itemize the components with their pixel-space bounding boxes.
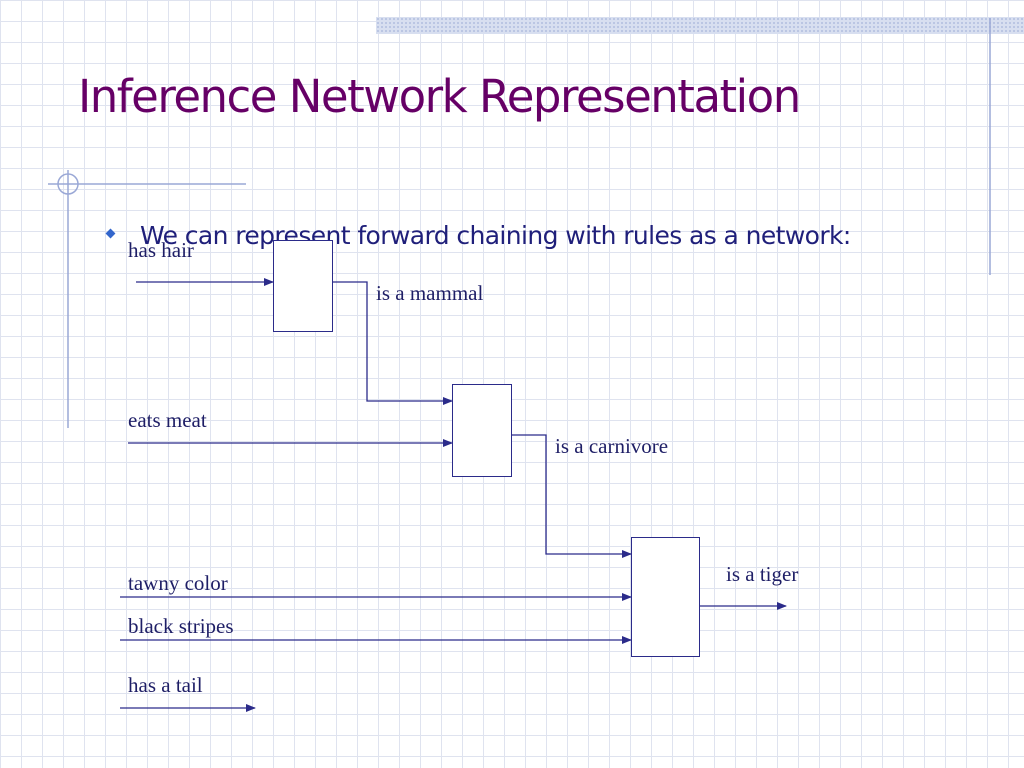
- slide-title: Inference Network Representation: [78, 70, 801, 123]
- input-label-has-a-tail: has a tail: [128, 673, 203, 697]
- mammal-connector: [333, 281, 453, 405]
- rule-crosshair-circle: [57, 173, 79, 195]
- conclusion-label-is-a-carnivore: is a carnivore: [555, 434, 669, 458]
- input-label-tawny-color: tawny color: [128, 571, 228, 595]
- conclusion-label-is-a-mammal: is a mammal: [376, 281, 484, 305]
- rule-box-tiger: [631, 537, 700, 657]
- input-label-eats-meat: eats meat: [128, 408, 207, 432]
- conclusion-label-is-a-tiger: is a tiger: [726, 562, 799, 586]
- bullet-text: We can represent forward chaining with r…: [140, 221, 851, 250]
- carnivore-connector: [512, 434, 632, 558]
- header-band: [376, 17, 1024, 34]
- rule-box-mammal: [273, 240, 333, 332]
- input-label-has-hair: has hair: [128, 238, 194, 262]
- input-label-black-stripes: black stripes: [128, 614, 234, 638]
- rule-box-carnivore: [452, 384, 512, 477]
